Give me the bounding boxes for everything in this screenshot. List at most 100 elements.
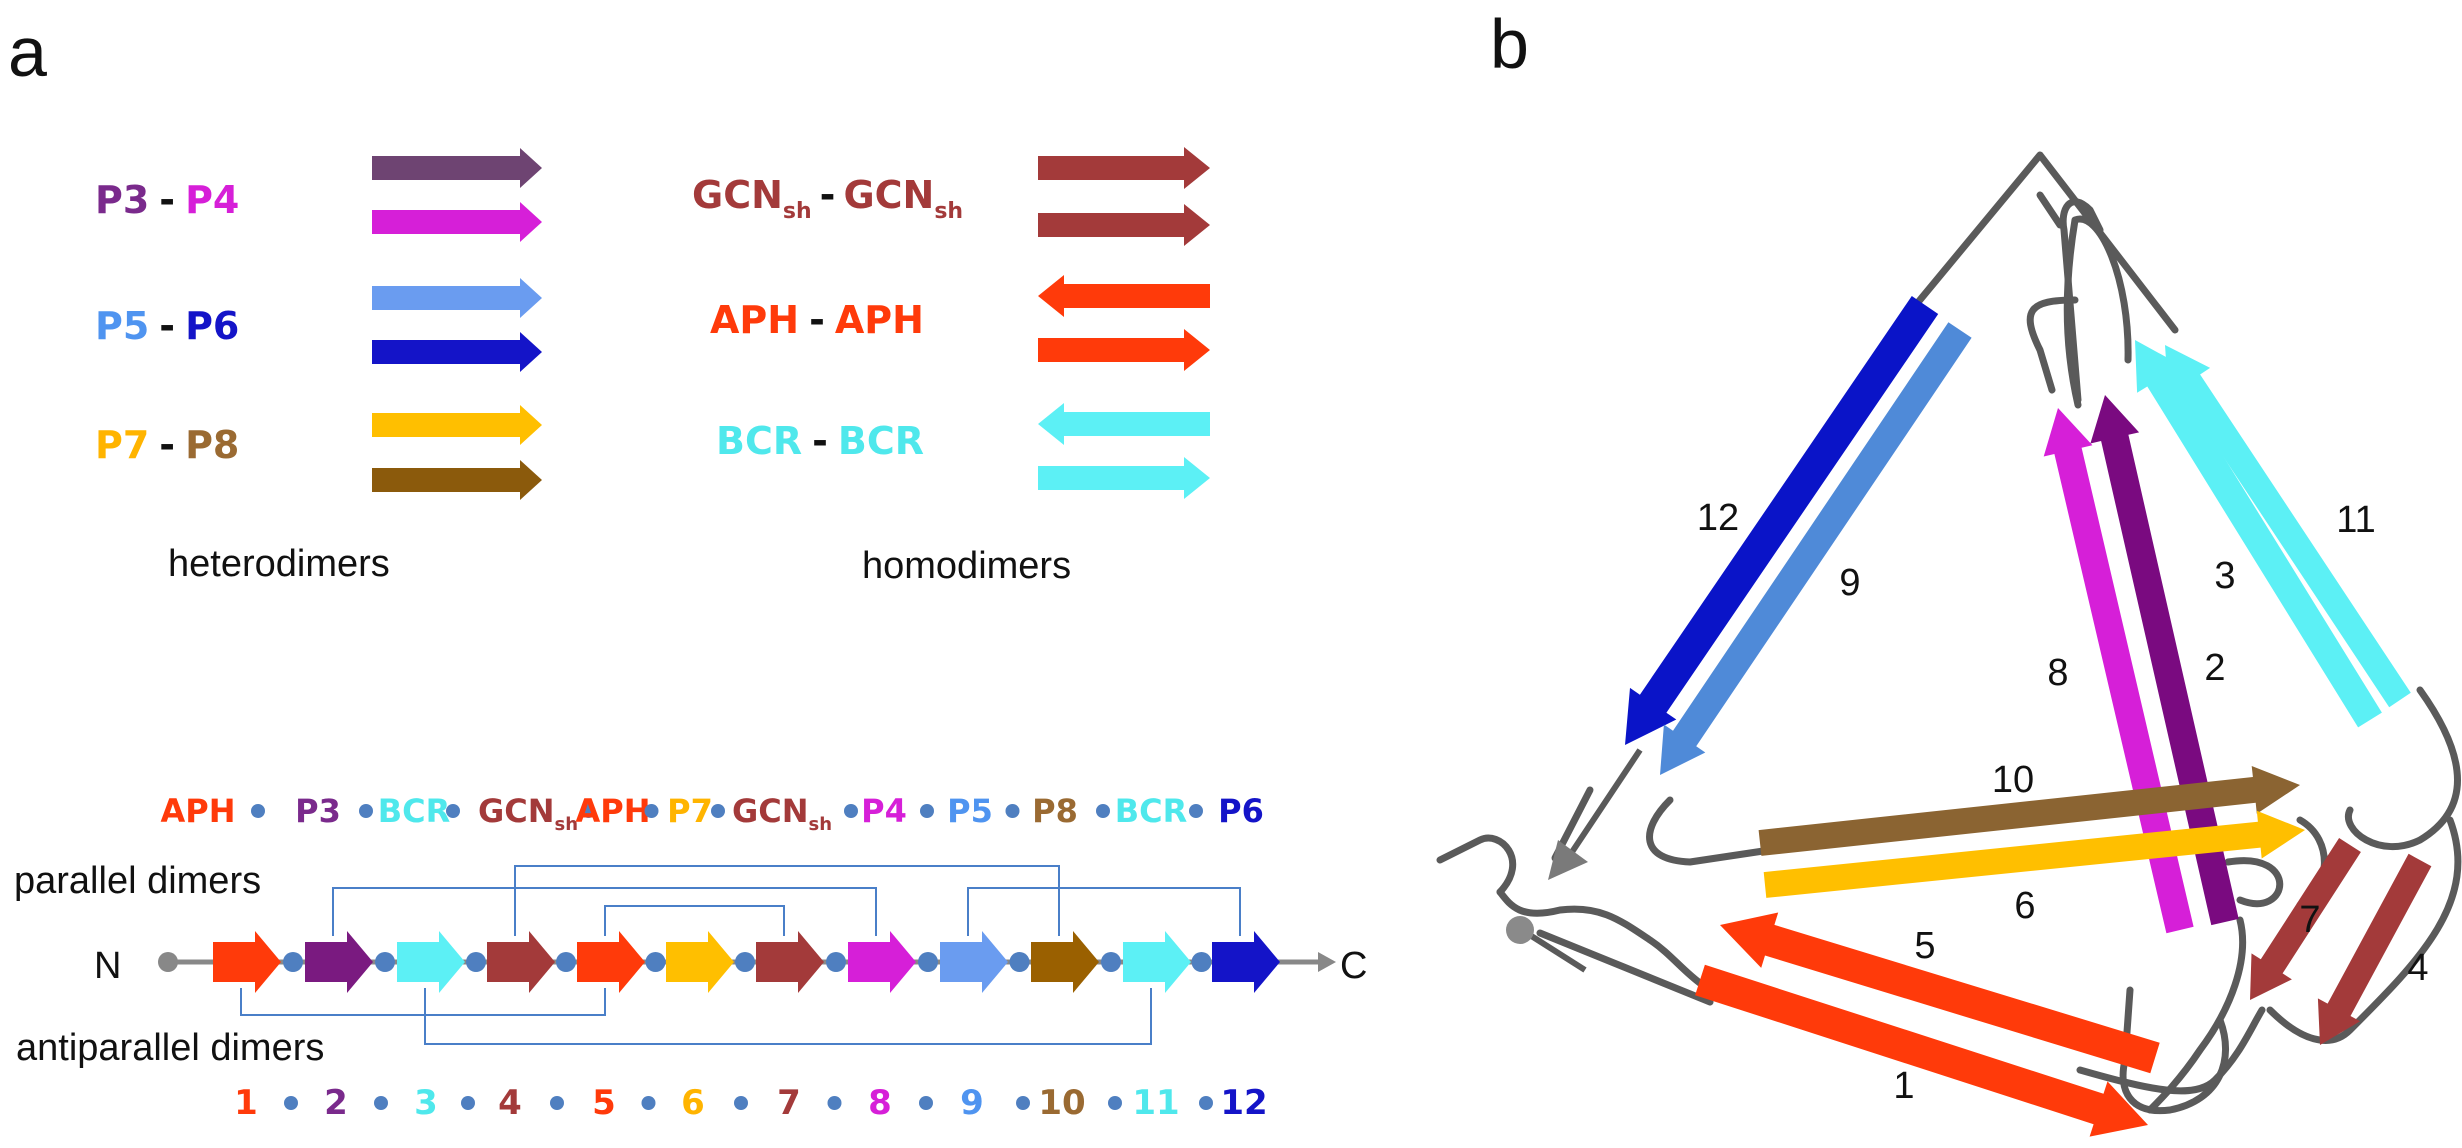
linker-dot bbox=[375, 952, 395, 972]
chain-number-dot bbox=[827, 1096, 842, 1110]
homodimer-arrow-bottom bbox=[1038, 329, 1210, 371]
sequence-dot bbox=[359, 804, 373, 818]
strand-path bbox=[2224, 857, 2284, 908]
strand-path bbox=[2059, 198, 2104, 404]
c-terminus-arrowhead bbox=[1548, 840, 1588, 880]
antiparallel-link bbox=[240, 988, 606, 1016]
sequence-dot bbox=[844, 804, 858, 818]
chain-segment-arrow bbox=[213, 931, 281, 993]
strand-path bbox=[2345, 686, 2461, 850]
helix-arrow-3 bbox=[2135, 340, 2382, 728]
sequence-dot bbox=[1189, 804, 1203, 818]
sequence-label: P6 bbox=[1218, 792, 1264, 830]
chain-number-dot bbox=[1016, 1096, 1030, 1110]
parallel-link bbox=[332, 887, 877, 936]
linker-dot bbox=[283, 952, 303, 972]
strand-path bbox=[1436, 834, 1517, 896]
chain-segment-arrow bbox=[397, 931, 465, 993]
pair-separator: - bbox=[809, 298, 825, 342]
panel-label-a: a bbox=[8, 13, 47, 91]
strand-path bbox=[2266, 816, 2462, 1044]
helix-arrow-6 bbox=[1763, 810, 2305, 898]
strand-path bbox=[2036, 191, 2064, 229]
chain-number-dot bbox=[284, 1096, 298, 1110]
chain-segment-arrow bbox=[666, 931, 734, 993]
sequence-label: BCR bbox=[1115, 792, 1188, 830]
n-terminus-ball bbox=[158, 952, 178, 972]
helix-arrow-5 bbox=[1720, 912, 2160, 1074]
linker-dot bbox=[1101, 952, 1121, 972]
chain-segment-arrow bbox=[577, 931, 645, 993]
sequence-label: APH bbox=[161, 792, 236, 830]
chain-number-dot bbox=[641, 1096, 656, 1110]
c-terminus-arrowhead bbox=[1318, 952, 1336, 972]
pair-separator: - bbox=[812, 419, 828, 463]
chain-number-dot bbox=[461, 1096, 475, 1110]
linker-dot bbox=[1009, 952, 1030, 972]
helix-arrow-11 bbox=[2165, 345, 2411, 708]
strand-path bbox=[2119, 986, 2230, 1115]
pair-label-p5-p6: P5-P6 bbox=[95, 304, 239, 348]
segment-number-label: 9 bbox=[1839, 562, 1860, 604]
chain-segment-arrow bbox=[848, 931, 916, 993]
sequence-label: P4 bbox=[861, 792, 907, 830]
pair-left: P5 bbox=[95, 304, 149, 348]
chain-number: 6 bbox=[681, 1083, 705, 1123]
sequence-label: P5 bbox=[947, 792, 993, 830]
heterodimer-arrow-bottom bbox=[372, 460, 542, 500]
chain-number-dot bbox=[1199, 1096, 1213, 1110]
segment-number-label: 10 bbox=[1992, 759, 2034, 801]
linker-dot bbox=[918, 952, 938, 972]
chain-number: 2 bbox=[324, 1083, 348, 1123]
heterodimer-arrow-top bbox=[372, 278, 542, 318]
antiparallel-dimers-label: antiparallel dimers bbox=[16, 1027, 324, 1069]
heterodimer-arrow-bottom bbox=[372, 202, 542, 242]
pair-separator: - bbox=[159, 178, 175, 222]
pair-separator: - bbox=[159, 423, 175, 467]
sequence-label: GCNsh bbox=[478, 792, 578, 835]
sequence-dot bbox=[644, 804, 659, 818]
caption-heterodimers: heterodimers bbox=[168, 543, 390, 585]
sequence-dot bbox=[446, 804, 460, 818]
chain-number-dot bbox=[550, 1096, 564, 1110]
linker-dot bbox=[1191, 952, 1212, 972]
strand-path bbox=[2063, 215, 2132, 409]
pair-separator: - bbox=[820, 173, 836, 217]
segment-number-label: 4 bbox=[2407, 947, 2428, 989]
strand-path bbox=[1496, 888, 1739, 1006]
pair-right-sub: sh bbox=[934, 199, 963, 224]
sequence-dot bbox=[920, 804, 934, 818]
segment-number-label: 7 bbox=[2299, 899, 2320, 941]
linker-dot bbox=[645, 952, 666, 972]
sequence-dot bbox=[581, 804, 596, 818]
segment-number-label: 1 bbox=[1893, 1065, 1914, 1107]
chain-number-dot bbox=[919, 1096, 933, 1110]
chain-number-dot bbox=[1108, 1096, 1122, 1110]
n-terminus-ball bbox=[1506, 916, 1534, 944]
pair-label-gcn-gcn: GCNsh-GCNsh bbox=[692, 173, 963, 224]
sequence-dot bbox=[251, 804, 265, 818]
strand-path bbox=[1536, 929, 1714, 1006]
segment-number-label: 11 bbox=[2336, 499, 2375, 541]
segment-number-label: 6 bbox=[2014, 885, 2035, 927]
pair-right: P8 bbox=[185, 423, 239, 467]
linker-dot bbox=[826, 952, 846, 972]
sequence-dot bbox=[1096, 804, 1110, 818]
pair-label-aph-aph: APH-APH bbox=[710, 298, 924, 342]
helix-arrow-1 bbox=[1695, 964, 2148, 1137]
linker-dot bbox=[735, 952, 755, 972]
pair-separator: - bbox=[159, 304, 175, 348]
parallel-link bbox=[514, 865, 1060, 936]
chain-diagram bbox=[158, 865, 1336, 1045]
chain-number: 8 bbox=[868, 1083, 892, 1123]
pair-left: APH bbox=[710, 298, 799, 342]
dimer-arrows bbox=[372, 147, 1210, 500]
homodimer-arrow-top bbox=[1038, 147, 1210, 189]
pair-label-bcr-bcr: BCR-BCR bbox=[716, 419, 924, 463]
homodimer-arrow-top bbox=[1038, 275, 1210, 317]
pair-right: P6 bbox=[185, 304, 239, 348]
chain-number-dot bbox=[374, 1096, 388, 1110]
chain-segment-arrow bbox=[487, 931, 555, 993]
